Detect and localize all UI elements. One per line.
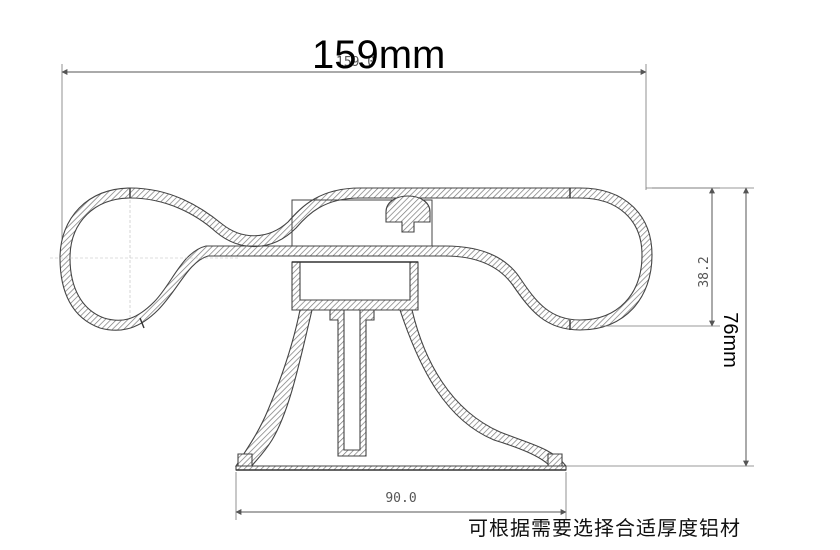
base-left-leg [235,309,313,467]
base-profile [235,261,568,471]
base-width-dimension: 90.0 [235,472,567,520]
center-stem [329,309,375,457]
caption-text: 可根据需要选择合适厚度铝材 [468,516,741,540]
base-width-label: 90.0 [385,491,416,506]
tube-profile [50,187,653,331]
tube-outer-wall [59,187,653,331]
t-slot [385,195,431,233]
tube-height-label: 38.2 [697,256,712,287]
overall-width-label: 159mm [312,33,445,77]
base-right-leg [399,309,568,467]
overall-width-faint-label: 159.0 [336,55,375,70]
overall-width-dimension: 159.0 159mm [61,33,647,250]
total-height-dimension: 76mm [566,187,754,467]
tube-height-dimension: 38.2 [600,187,720,327]
total-height-label: 76mm [719,312,741,368]
